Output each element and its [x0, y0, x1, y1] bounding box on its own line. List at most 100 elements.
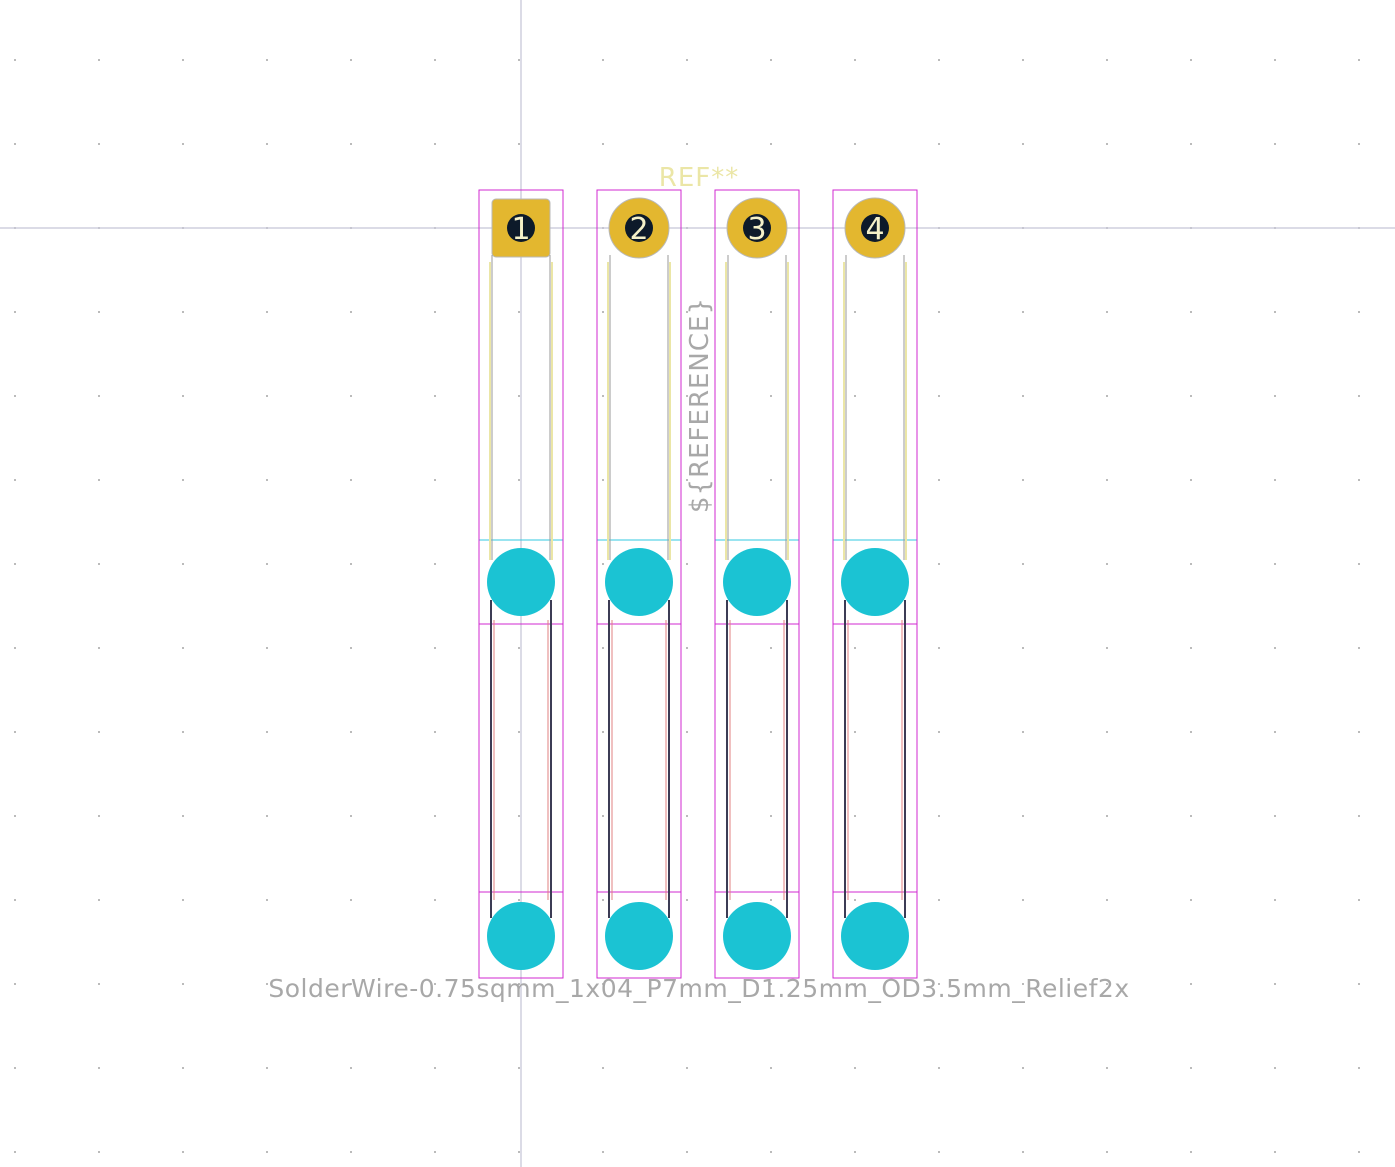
relief-hole[interactable]: [605, 902, 673, 970]
grid-dot: [1358, 731, 1360, 733]
grid-dot: [1190, 563, 1192, 565]
grid-dot: [1022, 815, 1024, 817]
grid-dot: [938, 899, 940, 901]
grid-dot: [434, 731, 436, 733]
grid-dot: [350, 1151, 352, 1153]
grid-dot: [1358, 59, 1360, 61]
grid-dot: [434, 59, 436, 61]
pad-column: 2: [596, 189, 682, 979]
grid-dot: [770, 1151, 772, 1153]
grid-dot: [1106, 1151, 1108, 1153]
grid-dot: [686, 479, 688, 481]
grid-dot: [1358, 899, 1360, 901]
grid-dot: [266, 59, 268, 61]
grid-dot: [434, 815, 436, 817]
grid-dot: [1274, 983, 1276, 985]
grid-dot: [350, 311, 352, 313]
grid-dot: [770, 59, 772, 61]
grid-dot: [854, 731, 856, 733]
grid-dot: [266, 1151, 268, 1153]
grid-dot: [518, 815, 520, 817]
grid-dot: [98, 647, 100, 649]
grid-dot: [98, 143, 100, 145]
grid-dot: [434, 647, 436, 649]
grid-dot: [518, 1067, 520, 1069]
relief-hole[interactable]: [841, 548, 909, 616]
grid-dot: [770, 395, 772, 397]
grid-dot: [1190, 899, 1192, 901]
grid-dot: [770, 1067, 772, 1069]
grid-dot: [854, 899, 856, 901]
grid-dot: [1190, 143, 1192, 145]
grid-dot: [854, 1151, 856, 1153]
grid-dot: [434, 1151, 436, 1153]
grid-dot: [266, 1067, 268, 1069]
grid-dot: [686, 563, 688, 565]
relief-hole[interactable]: [723, 902, 791, 970]
grid-dot: [1358, 311, 1360, 313]
grid-dot: [854, 311, 856, 313]
pad-number: 1: [511, 212, 530, 247]
grid-dot: [182, 815, 184, 817]
grid-dot: [1274, 815, 1276, 817]
grid-dot: [686, 59, 688, 61]
grid-dot: [938, 1067, 940, 1069]
grid-dot: [1358, 563, 1360, 565]
grid-dot: [938, 311, 940, 313]
grid-dot: [98, 395, 100, 397]
pad-column: 3: [714, 189, 800, 979]
grid-dot: [1358, 647, 1360, 649]
grid-dot: [938, 479, 940, 481]
grid-dot: [518, 395, 520, 397]
grid-dot: [602, 143, 604, 145]
grid-dot: [938, 731, 940, 733]
grid-dot: [266, 647, 268, 649]
grid-dot: [1190, 311, 1192, 313]
grid-dot: [266, 983, 268, 985]
grid-dot: [1022, 983, 1024, 985]
relief-hole[interactable]: [487, 548, 555, 616]
grid-dot: [182, 1151, 184, 1153]
grid-dot: [266, 899, 268, 901]
grid-dot: [182, 479, 184, 481]
grid-dot: [518, 59, 520, 61]
grid-dot: [1358, 479, 1360, 481]
grid-dot: [14, 731, 16, 733]
drill-hole: [743, 214, 771, 242]
grid-dots: [14, 59, 1360, 1153]
grid-dot: [518, 731, 520, 733]
relief-hole[interactable]: [605, 548, 673, 616]
relief-hole[interactable]: [723, 548, 791, 616]
grid-dot: [14, 1067, 16, 1069]
grid-dot: [518, 647, 520, 649]
grid-dot: [1022, 899, 1024, 901]
grid-dot: [14, 563, 16, 565]
grid-dot: [686, 731, 688, 733]
grid-dot: [602, 983, 604, 985]
grid-dot: [350, 395, 352, 397]
grid-dot: [14, 983, 16, 985]
grid-dot: [1022, 1151, 1024, 1153]
ref-designator-text[interactable]: REF**: [659, 163, 739, 193]
grid-dot: [98, 563, 100, 565]
grid-dot: [686, 1067, 688, 1069]
grid-dot: [14, 143, 16, 145]
grid-dot: [1022, 395, 1024, 397]
grid-dot: [1022, 1067, 1024, 1069]
relief-hole[interactable]: [841, 902, 909, 970]
grid-dot: [350, 983, 352, 985]
grid-dot: [1190, 731, 1192, 733]
grid-dot: [1358, 143, 1360, 145]
grid-dot: [14, 815, 16, 817]
relief-hole[interactable]: [487, 902, 555, 970]
grid-dot: [1190, 59, 1192, 61]
grid-dot: [434, 563, 436, 565]
grid-dot: [938, 59, 940, 61]
grid-dot: [1106, 731, 1108, 733]
grid-dot: [938, 647, 940, 649]
reference-field-text[interactable]: ${REFERENCE}: [685, 297, 715, 513]
grid-dot: [518, 983, 520, 985]
footprint-value-text[interactable]: SolderWire-0.75sqmm_1x04_P7mm_D1.25mm_OD…: [268, 974, 1129, 1003]
grid-dot: [266, 563, 268, 565]
